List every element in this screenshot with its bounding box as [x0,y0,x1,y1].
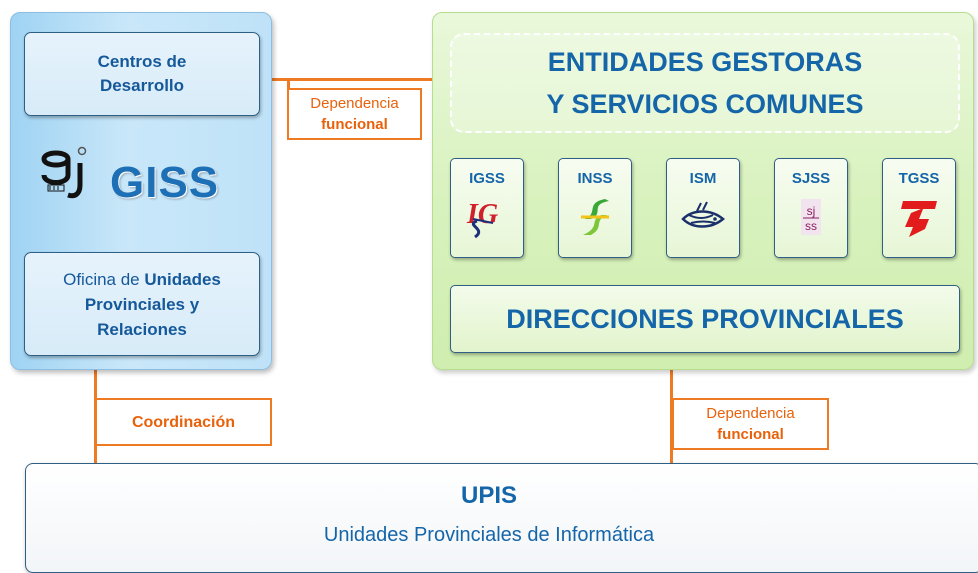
entity-igss: IGSS IG [450,158,524,258]
direcciones-provinciales-box: DIRECCIONES PROVINCIALES [450,285,960,353]
dependencia-funcional-label: Dependencia funcional [287,88,422,140]
dep1-line1: Dependencia [310,95,399,112]
connector-giss-entidades [262,78,452,81]
oficina-line3: Relaciones [97,319,187,339]
entity-label: IGSS [469,170,505,187]
tgss-logo-icon [901,201,937,237]
entity-ism: ISM [666,158,740,258]
entity-label: INSS [577,170,613,187]
upis-box [25,463,978,573]
centros-line2: Desarrollo [99,76,185,95]
centros-line1: Centros de [97,52,187,71]
oficina-prefix: Oficina de [63,269,145,289]
entity-sjss: SJSS sj ss [774,158,848,258]
entidades-title-line2: Y SERVICIOS COMUNES [546,89,864,119]
connector-direcciones-upis [670,352,673,466]
dep2-line2: funcional [717,426,784,443]
entity-label: TGSS [898,170,940,187]
coordinacion-label: Coordinación [95,398,272,446]
dep2-line1: Dependencia [706,405,795,422]
ism-logo-icon [681,201,725,228]
connector-dep1-drop [287,78,290,90]
oficina-bold: Unidades [144,269,221,289]
sjss-logo-icon: sj ss [801,199,821,235]
svg-text:IG: IG [466,199,498,230]
entity-tgss: TGSS [882,158,956,258]
giss-title: GISS [110,158,220,207]
svg-text:ss: ss [805,219,817,233]
entidades-title-line1: ENTIDADES GESTORAS [547,47,863,77]
entity-label: SJSS [791,170,831,187]
dep1-line2: funcional [321,116,388,133]
oficina-line1: Oficina de Unidades [63,267,221,292]
entity-inss: INSS [558,158,632,258]
entidades-title: ENTIDADES GESTORAS Y SERVICIOS COMUNES [450,33,960,133]
oficina-unidades-box: Oficina de Unidades Provinciales y Relac… [24,252,260,356]
inss-logo-icon [581,199,609,235]
igss-logo-icon: IG [466,199,498,239]
centros-desarrollo-box: Centros de Desarrollo [24,32,260,116]
svg-text:sj: sj [807,204,816,218]
upis-title: UPIS [460,482,517,509]
entity-label: ISM [689,170,717,187]
oficina-line2: Provinciales y [84,294,200,314]
giss-logo-icon [41,146,87,199]
upis-subtitle: Unidades Provinciales de Informática [323,524,655,546]
dependencia-funcional-label-2: Dependencia funcional [672,398,829,450]
